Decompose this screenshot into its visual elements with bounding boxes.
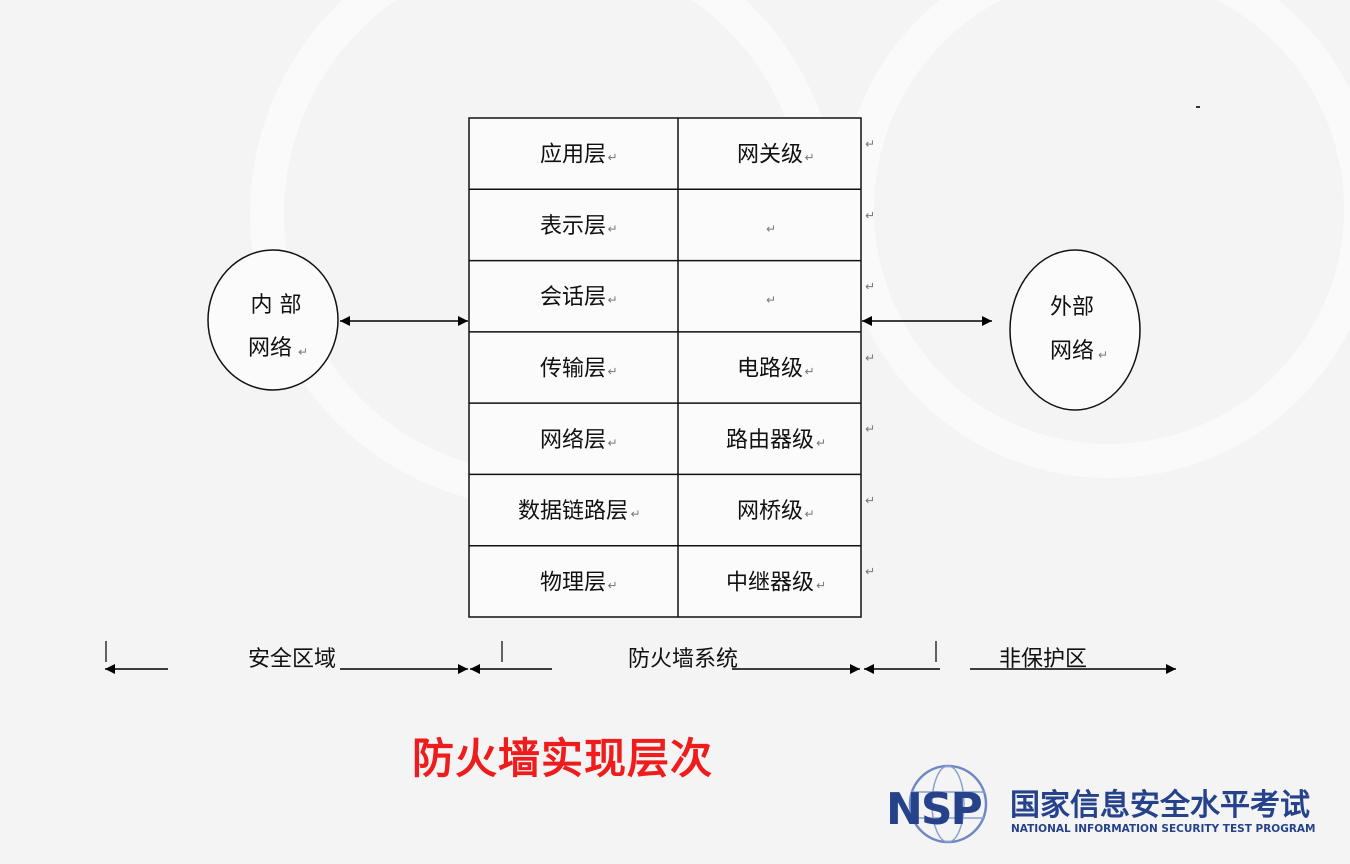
- firewall-level-label: 中继器级: [726, 570, 814, 595]
- paragraph-mark: ↵: [805, 507, 815, 521]
- external-network-label-line2: 网络: [1050, 339, 1094, 364]
- paragraph-mark: ↵: [816, 578, 826, 592]
- internal-network-node: 内 部 网络 ↵: [207, 249, 339, 391]
- external-network-label-line1: 外部: [1050, 295, 1094, 320]
- zone-label-backdrop: [552, 640, 732, 674]
- firewall-level-label: 网关级: [737, 143, 803, 168]
- paragraph-mark: ↵: [608, 151, 618, 165]
- unprotected-zone-label: 非保护区: [999, 647, 1087, 672]
- paragraph-mark: ↵: [608, 436, 618, 450]
- paragraph-mark: ↵: [865, 565, 875, 579]
- firewall-level-label: 网桥级: [737, 499, 803, 524]
- firewall-level-label: 路由器级: [726, 428, 814, 453]
- logo-org-name: 国家信息安全水平考试: [1010, 788, 1310, 823]
- paragraph-mark: ↵: [608, 222, 618, 236]
- paragraph-mark: ↵: [865, 422, 875, 436]
- nsp-logo: NSP 国家信息安全水平考试 NATIONAL INFORMATION SECU…: [880, 756, 1350, 856]
- paragraph-mark: ↵: [865, 493, 875, 507]
- paragraph-mark: ↵: [1098, 348, 1108, 362]
- paragraph-mark: ↵: [805, 151, 815, 165]
- zone-label-backdrop: [940, 640, 970, 674]
- secure-zone-label: 安全区域: [248, 647, 336, 672]
- internal-network-label-line2: 网络: [248, 336, 292, 361]
- paragraph-mark: ↵: [766, 293, 776, 307]
- osi-layer-label: 物理层: [540, 570, 606, 595]
- paragraph-mark: ↵: [865, 280, 875, 294]
- osi-layer-label: 传输层: [540, 357, 606, 382]
- internal-network-ellipse: [207, 249, 339, 391]
- zone-bar: 安全区域 防火墙系统 非保护区: [105, 640, 1176, 674]
- paragraph-mark: ↵: [298, 345, 308, 359]
- nsp-globe-mark: NSP: [886, 764, 988, 844]
- firewall-system-label: 防火墙系统: [628, 647, 738, 672]
- firewall-level-label: 电路级: [737, 357, 803, 382]
- osi-layer-label: 数据链路层: [518, 499, 628, 524]
- paragraph-mark: ↵: [766, 222, 776, 236]
- paragraph-mark: ↵: [865, 137, 875, 151]
- paragraph-mark: ↵: [865, 208, 875, 222]
- osi-layer-label: 网络层: [540, 428, 606, 453]
- logo-mark: NSP: [886, 784, 982, 835]
- paragraph-mark: ↵: [608, 293, 618, 307]
- slide-title: 防火墙实现层次: [412, 734, 714, 783]
- internal-network-label-line1: 内 部: [251, 293, 302, 318]
- layer-table: 应用层↵网关级↵↵表示层↵↵↵会话层↵↵↵传输层↵电路级↵↵网络层↵路由器级↵↵…: [468, 117, 875, 618]
- globe-meridian: [931, 765, 965, 843]
- osi-layer-label: 应用层: [540, 143, 606, 168]
- osi-layer-label: 表示层: [540, 214, 606, 239]
- cursor-dot: [1196, 106, 1200, 108]
- osi-layer-label: 会话层: [540, 285, 606, 310]
- paragraph-mark: ↵: [631, 507, 641, 521]
- paragraph-mark: ↵: [608, 365, 618, 379]
- logo-org-name-en: NATIONAL INFORMATION SECURITY TEST PROGR…: [1011, 823, 1316, 835]
- external-network-ellipse: [1009, 249, 1141, 411]
- paragraph-mark: ↵: [816, 436, 826, 450]
- layer-table-border: [468, 117, 862, 618]
- external-network-node: 外部 网络 ↵: [1009, 249, 1141, 411]
- paragraph-mark: ↵: [805, 365, 815, 379]
- paragraph-mark: ↵: [608, 578, 618, 592]
- zone-label-backdrop: [168, 640, 340, 674]
- paragraph-mark: ↵: [865, 351, 875, 365]
